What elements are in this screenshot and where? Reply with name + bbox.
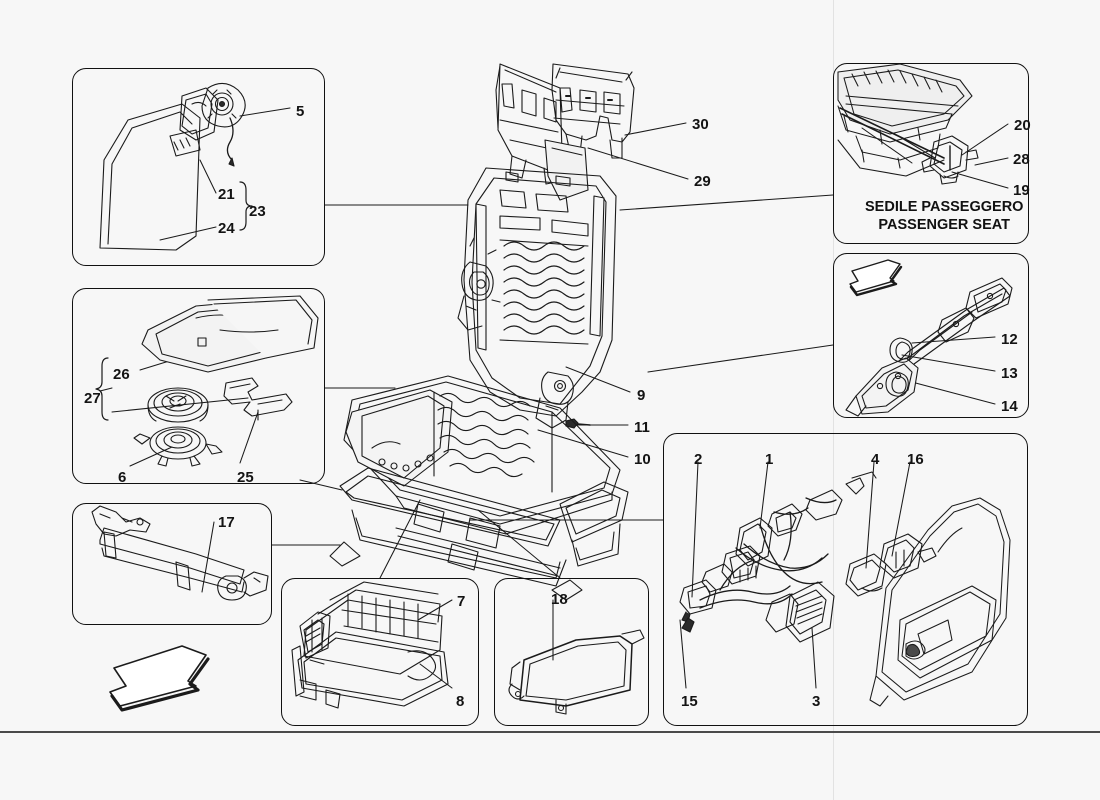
part-number-15: 15 <box>681 693 698 710</box>
cross-member-bracket-box <box>72 503 272 625</box>
part-number-3: 3 <box>812 693 821 710</box>
passenger-seat-caption-line1: SEDILE PASSEGGERO <box>865 199 1024 215</box>
wire-frame-bracket-box <box>494 578 649 726</box>
part-number-4: 4 <box>871 451 880 468</box>
part-number-27: 27 <box>84 390 101 407</box>
page-bottom-rule <box>0 731 1100 733</box>
part-number-24: 24 <box>218 220 235 237</box>
part-number-29: 29 <box>694 173 711 190</box>
part-number-21: 21 <box>218 186 235 203</box>
part-number-1: 1 <box>765 451 774 468</box>
part-number-12: 12 <box>1001 331 1018 348</box>
passenger-seat-box <box>833 63 1029 244</box>
passenger-seat-caption: SEDILE PASSEGGERO PASSENGER SEAT <box>865 198 1023 234</box>
part-number-8: 8 <box>456 693 465 710</box>
part-number-26: 26 <box>113 366 130 383</box>
part-number-2: 2 <box>694 451 703 468</box>
part-number-17: 17 <box>218 514 235 531</box>
seat-back-frame <box>457 167 617 429</box>
part-number-28: 28 <box>1013 151 1030 168</box>
part-number-16: 16 <box>907 451 924 468</box>
wiring-harness-box <box>663 433 1028 726</box>
part-number-7: 7 <box>457 593 466 610</box>
part-number-20: 20 <box>1014 117 1031 134</box>
part-number-11: 11 <box>634 419 650 436</box>
seat-cushion-pan <box>299 375 629 601</box>
part-number-30: 30 <box>692 116 709 133</box>
part-number-6: 6 <box>118 469 127 486</box>
part-number-23: 23 <box>249 203 266 220</box>
passenger-seat-caption-line2: PASSENGER SEAT <box>878 217 1011 234</box>
part-number-25: 25 <box>237 469 254 486</box>
part-number-18: 18 <box>551 591 568 608</box>
part-number-19: 19 <box>1013 182 1030 199</box>
part-number-13: 13 <box>1001 365 1018 382</box>
direction-arrow-main <box>109 645 210 712</box>
part-number-5: 5 <box>296 103 305 120</box>
part-number-14: 14 <box>1001 398 1018 415</box>
control-module-box <box>281 578 479 726</box>
part-number-10: 10 <box>634 451 651 468</box>
part-number-9: 9 <box>637 387 646 404</box>
cushion-and-motor-box <box>72 288 325 484</box>
headrest-assembly-box <box>72 68 325 266</box>
seat-rail-box <box>833 253 1029 418</box>
headrest-guide-parts <box>495 63 635 201</box>
